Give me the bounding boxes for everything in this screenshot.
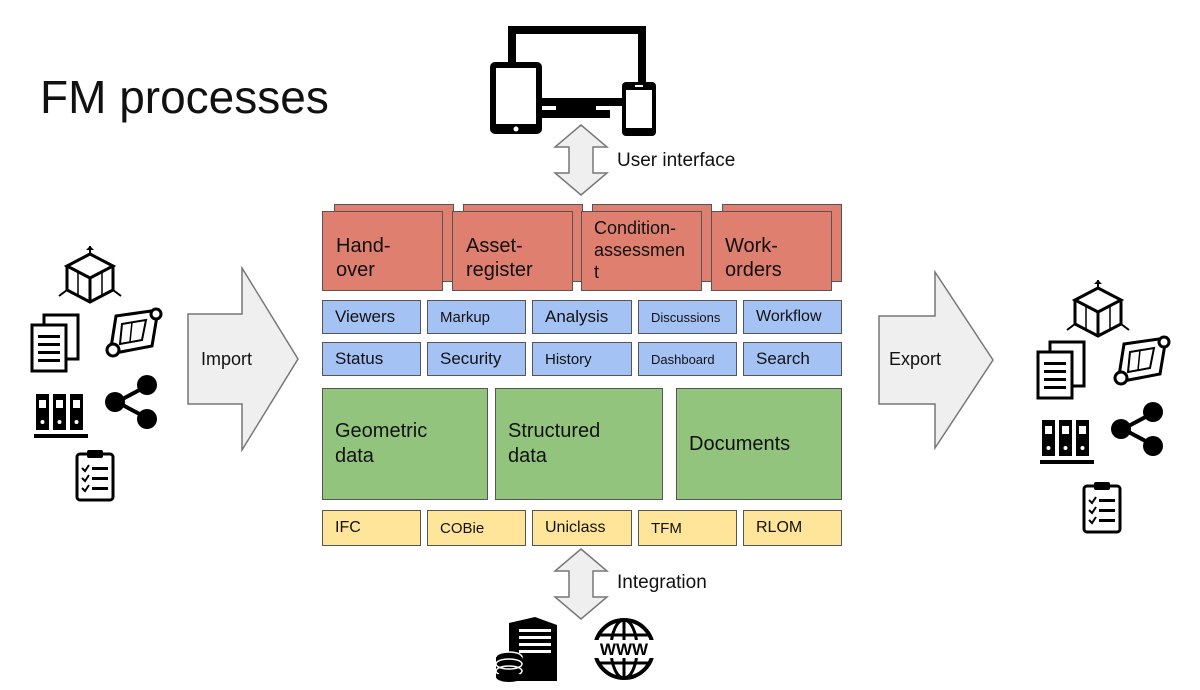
devices-icon	[488, 24, 663, 139]
user-interface-arrow	[553, 123, 609, 197]
import-label: Import	[201, 349, 253, 369]
page-title: FM processes	[40, 71, 329, 123]
module-viewers: Viewers	[322, 300, 421, 334]
checklist-icon	[1082, 480, 1122, 534]
process-asset-register: Asset- register	[452, 211, 573, 291]
process-condition-assessment: Condition- assessmen t	[581, 211, 702, 291]
checklist-icon	[75, 448, 115, 502]
share-icon	[103, 374, 159, 430]
integration-label: Integration	[617, 572, 707, 593]
share-icon	[1109, 401, 1165, 457]
3d-model-icon	[55, 246, 125, 306]
process-work-orders: Work- orders	[711, 211, 832, 291]
export-label: Export	[889, 349, 942, 369]
server-database-icon	[495, 617, 565, 683]
module-search: Search	[743, 342, 842, 376]
module-status: Status	[322, 342, 421, 376]
process-label-line: Asset-	[466, 235, 523, 257]
data-structured: Structured data	[495, 388, 663, 500]
data-geometric: Geometric data	[322, 388, 488, 500]
standard-cobie: COBie	[427, 510, 526, 546]
standard-uniclass: Uniclass	[532, 510, 632, 546]
drawing-scroll-icon	[102, 306, 164, 360]
process-label-line: Condition-	[594, 218, 677, 238]
documents-icon	[30, 313, 80, 373]
www-text: WWW	[600, 640, 649, 659]
data-label-line: data	[335, 445, 374, 467]
module-analysis: Analysis	[532, 300, 632, 334]
process-handover: Hand- over	[322, 211, 443, 291]
process-label-line: assessmen	[594, 240, 686, 260]
module-dashboard: Dashboard	[638, 342, 737, 376]
process-label-line: Work-	[725, 235, 778, 257]
module-security: Security	[427, 342, 526, 376]
process-label-line: Hand-	[336, 235, 391, 257]
process-label-line: register	[466, 259, 533, 281]
module-history: History	[532, 342, 632, 376]
binders-icon	[34, 390, 88, 440]
standard-tfm: TFM	[638, 510, 737, 546]
module-markup: Markup	[427, 300, 526, 334]
3d-model-icon	[1063, 280, 1133, 340]
process-label-line: t	[594, 262, 600, 282]
data-label-line: Geometric	[335, 420, 428, 442]
documents-icon	[1036, 340, 1086, 400]
binders-icon	[1040, 416, 1094, 466]
standard-ifc: IFC	[322, 510, 421, 546]
module-discussions: Discussions	[638, 300, 737, 334]
user-interface-label: User interface	[617, 150, 736, 171]
drawing-scroll-icon	[1110, 334, 1172, 388]
data-label-line: data	[508, 445, 547, 467]
export-arrow	[877, 270, 995, 450]
module-workflow: Workflow	[743, 300, 842, 334]
process-label-line: orders	[725, 259, 782, 281]
import-arrow	[186, 266, 300, 452]
data-label-line: Documents	[689, 432, 791, 455]
integration-arrow	[553, 547, 609, 621]
data-label-line: Structured	[508, 420, 601, 442]
www-globe-icon: WWW	[592, 616, 656, 682]
data-documents: Documents	[676, 388, 842, 500]
process-label-line: over	[336, 259, 375, 281]
standard-rlom: RLOM	[743, 510, 842, 546]
